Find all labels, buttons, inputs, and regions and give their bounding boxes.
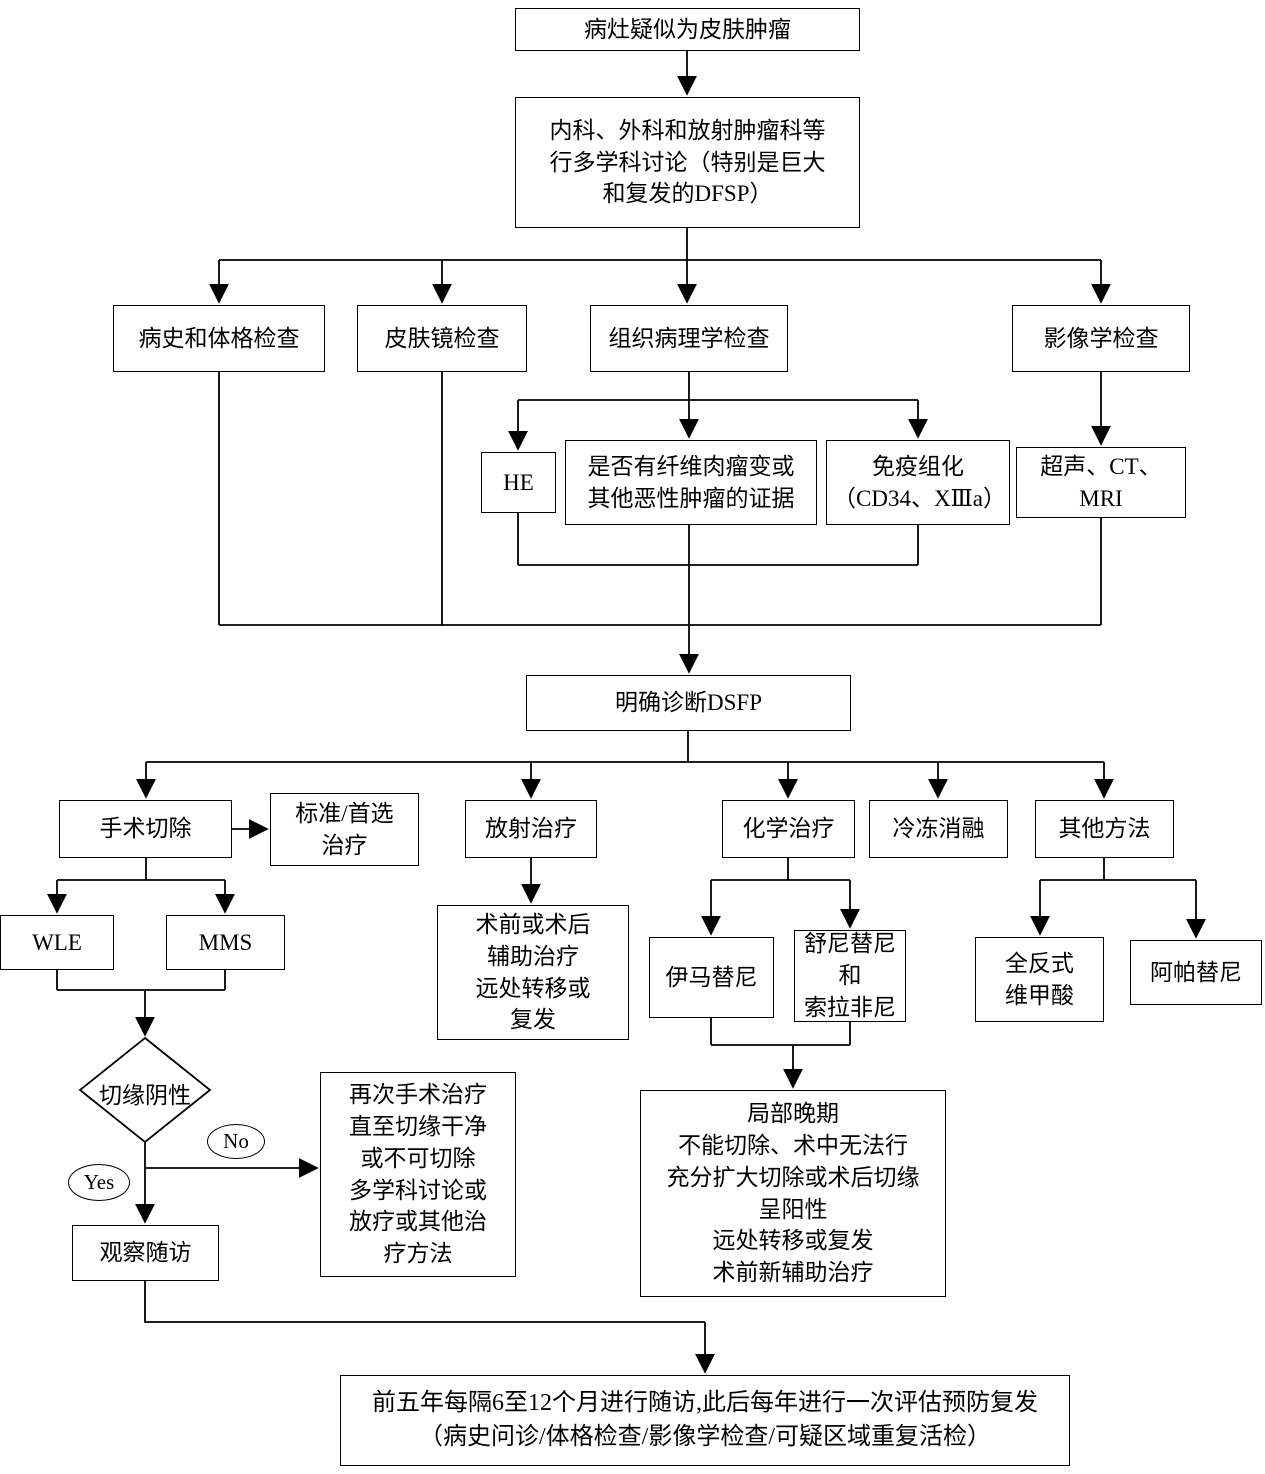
- node-chemotherapy: 化学治疗: [722, 800, 855, 858]
- node-observation-followup: 观察随访: [72, 1225, 219, 1281]
- label-no: No: [207, 1124, 265, 1159]
- node-mdt-discussion: 内科、外科和放射肿瘤科等 行多学科讨论（特别是巨大 和复发的DFSP）: [515, 97, 860, 228]
- node-standard-treatment: 标准/首选 治疗: [270, 793, 419, 866]
- node-surgical-excision: 手术切除: [59, 800, 232, 858]
- node-confirm-diagnosis: 明确诊断DSFP: [526, 675, 851, 731]
- node-cryoablation: 冷冻消融: [869, 800, 1008, 858]
- node-dermoscopy: 皮肤镜检查: [357, 305, 527, 372]
- node-radiotherapy-indication: 术前或术后 辅助治疗 远处转移或 复发: [437, 905, 629, 1040]
- node-mms: MMS: [166, 915, 285, 970]
- node-followup-schedule: 前五年每隔6至12个月进行随访,此后每年进行一次评估预防复发 （病史问诊/体格检…: [340, 1375, 1070, 1466]
- node-he-stain: HE: [481, 452, 556, 513]
- label-yes: Yes: [68, 1164, 130, 1201]
- node-apatinib: 阿帕替尼: [1130, 940, 1262, 1005]
- node-suspected-skin-tumor: 病灶疑似为皮肤肿瘤: [515, 8, 860, 51]
- decision-negative-margin: 切缘阴性: [99, 1083, 191, 1108]
- node-radiotherapy: 放射治疗: [465, 800, 597, 858]
- node-atra: 全反式 维甲酸: [975, 937, 1104, 1022]
- plain-connectors: [56, 228, 1196, 1323]
- node-histopathology: 组织病理学检查: [590, 305, 788, 372]
- arrow-connectors: [47, 50, 1206, 1374]
- node-chemotherapy-indication: 局部晚期 不能切除、术中无法行 充分扩大切除或术后切缘 呈阳性 远处转移或复发 …: [640, 1090, 946, 1297]
- node-imatinib: 伊马替尼: [649, 937, 774, 1018]
- node-other-methods: 其他方法: [1035, 800, 1174, 858]
- node-imaging-exam: 影像学检查: [1012, 305, 1190, 372]
- node-immunohistochemistry: 免疫组化 （CD34、XⅢa）: [826, 440, 1010, 525]
- node-ultrasound-ct-mri: 超声、CT、MRI: [1016, 447, 1186, 518]
- node-wle: WLE: [0, 915, 114, 970]
- node-history-physical-exam: 病史和体格检查: [113, 305, 325, 372]
- node-reoperation: 再次手术治疗 直至切缘干净 或不可切除 多学科讨论或 放疗或其他治 疗方法: [320, 1072, 516, 1277]
- node-sunitinib-sorafenib: 舒尼替尼和 索拉非尼: [794, 930, 906, 1022]
- diamond-shape: [78, 1036, 212, 1144]
- node-fibrosarcomatous-change: 是否有纤维肉瘤变或 其他恶性肿瘤的证据: [565, 440, 817, 525]
